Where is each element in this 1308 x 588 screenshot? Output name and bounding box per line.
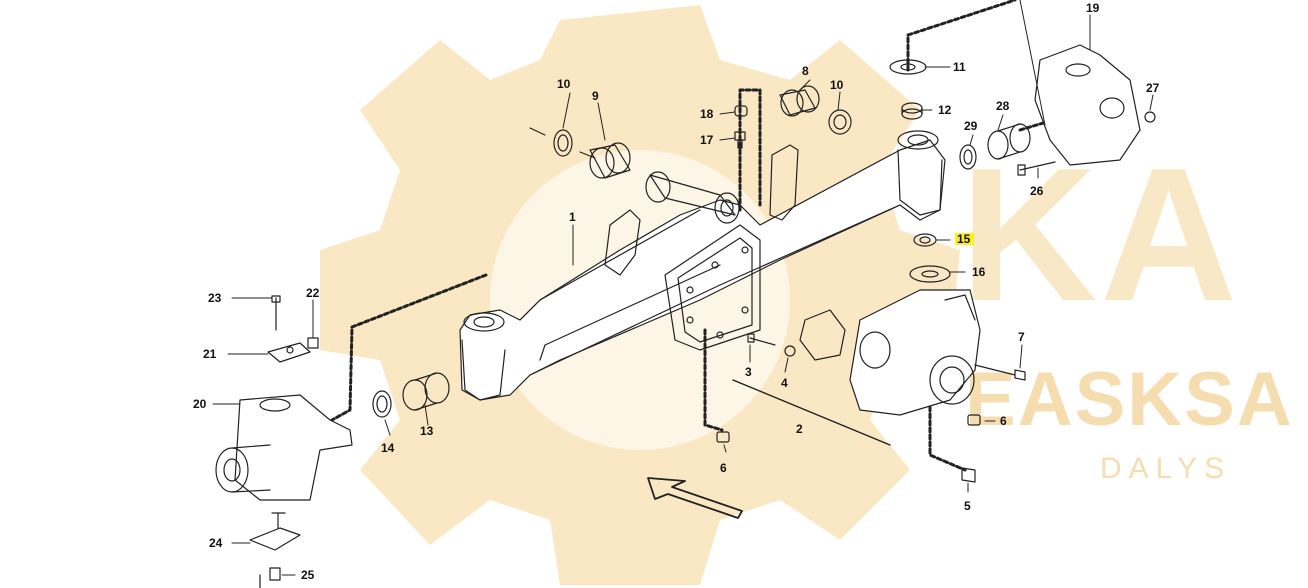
part-label-10-right[interactable]: 10 (830, 78, 844, 92)
bolt-part-23 (271, 295, 281, 331)
seal-part-10b (828, 109, 852, 135)
watermark-brand-sub: DALYS (1100, 452, 1232, 485)
bolt-part-7 (974, 364, 1026, 381)
bushing-part-15 (913, 233, 937, 247)
part-label-20[interactable]: 20 (193, 397, 207, 411)
part-label-26[interactable]: 26 (1030, 184, 1044, 198)
bushing-part-13 (402, 372, 450, 411)
part-label-14[interactable]: 14 (381, 441, 395, 455)
hub-housing-assembly (799, 289, 981, 416)
part-label-5[interactable]: 5 (964, 499, 971, 513)
part-label-17[interactable]: 17 (700, 133, 714, 147)
fitting-part-17 (734, 131, 746, 149)
plug-part-6a (716, 431, 730, 443)
part-label-6-right[interactable]: 6 (1000, 414, 1007, 428)
part-label-12[interactable]: 12 (938, 103, 952, 117)
part-label-13[interactable]: 13 (420, 424, 434, 438)
seal-part-10a (553, 129, 573, 157)
part-label-23[interactable]: 23 (208, 291, 222, 305)
part-label-16[interactable]: 16 (972, 265, 986, 279)
part-label-19[interactable]: 19 (1086, 1, 1100, 15)
part-label-24[interactable]: 24 (209, 536, 223, 550)
part-label-22[interactable]: 22 (306, 286, 320, 300)
nut-part-27 (1144, 111, 1156, 123)
part-label-2[interactable]: 2 (796, 422, 803, 436)
bushing-part-8 (779, 85, 820, 117)
part-label-27[interactable]: 27 (1146, 81, 1160, 95)
fitting-part-18 (734, 105, 748, 117)
part-label-6-left[interactable]: 6 (720, 461, 727, 475)
part-label-8[interactable]: 8 (802, 64, 809, 78)
part-label-4[interactable]: 4 (781, 376, 788, 390)
direction-arrow (647, 477, 743, 519)
steering-arm-part-24 (249, 512, 301, 551)
steering-knuckle-part-20 (215, 394, 353, 501)
seal-part-14 (372, 390, 392, 418)
part-label-15-highlighted[interactable]: 15 (955, 233, 975, 245)
seal-part-29 (959, 144, 977, 170)
part-label-7[interactable]: 7 (1018, 330, 1025, 344)
part-label-25[interactable]: 25 (301, 568, 315, 582)
bushing-part-28 (987, 123, 1031, 160)
pin-part-5 (961, 467, 976, 483)
fitting-part-22 (307, 337, 319, 349)
bracket-part-19 (1034, 44, 1141, 166)
part-label-3[interactable]: 3 (745, 365, 752, 379)
nut-part-4 (784, 345, 796, 357)
plug-part-6b (967, 414, 981, 426)
fitting-part-25 (259, 567, 281, 588)
part-label-21[interactable]: 21 (203, 347, 217, 361)
part-label-29[interactable]: 29 (964, 119, 978, 133)
part-label-10-left[interactable]: 10 (557, 77, 571, 91)
part-label-18[interactable]: 18 (700, 107, 714, 121)
bushing-part-9 (589, 142, 631, 179)
bolt-part-3 (747, 333, 776, 346)
watermark-brand-letter-a: A (1100, 129, 1237, 341)
part-label-11[interactable]: 11 (953, 60, 966, 74)
washer-part-16 (909, 265, 951, 283)
bushing-part-12 (901, 102, 923, 120)
part-label-28[interactable]: 28 (996, 99, 1010, 113)
bolt-part-26 (1017, 161, 1056, 176)
part-label-9[interactable]: 9 (592, 89, 599, 103)
steering-arm-part-21 (267, 342, 311, 363)
part-label-1[interactable]: 1 (569, 210, 576, 224)
axle-beam-part-1 (459, 130, 946, 401)
